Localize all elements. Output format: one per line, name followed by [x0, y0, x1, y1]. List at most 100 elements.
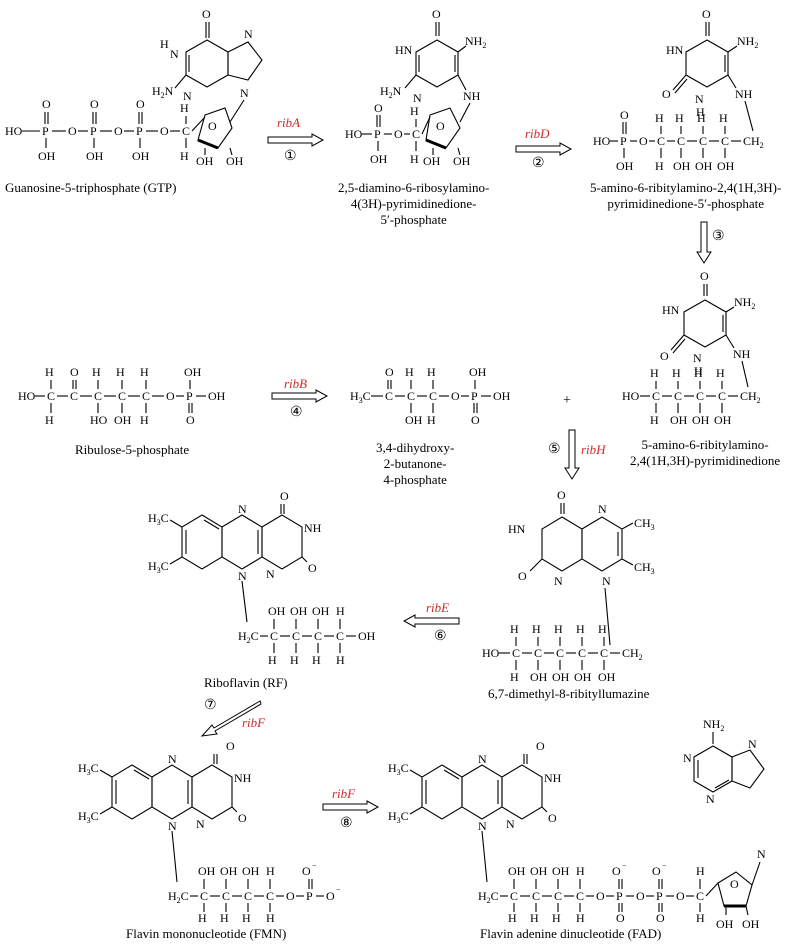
fmn-structure: H3C H3C N N O NH O N H2C C OH H C OH H [70, 739, 370, 925]
svg-text:H: H [694, 364, 703, 378]
svg-text:N: N [478, 819, 487, 833]
svg-text:N: N [238, 569, 247, 583]
svg-text:O: O [612, 864, 621, 878]
svg-text:H3C: H3C [350, 389, 371, 405]
svg-text:P: P [136, 124, 143, 138]
svg-text:OH: OH [453, 154, 471, 168]
svg-text:H: H [719, 111, 728, 125]
enzyme-label: ribA [277, 115, 301, 130]
label-line: 5-amino-6-ribitylamino-2,4(1H,3H)- [590, 180, 782, 195]
svg-text:O: O [90, 97, 99, 111]
svg-text:C: C [292, 629, 300, 643]
svg-text:CH2: CH2 [743, 134, 764, 150]
svg-text:H: H [510, 622, 519, 636]
svg-text:H2C: H2C [478, 889, 499, 905]
svg-text:O: O [385, 365, 394, 379]
svg-text:OH: OH [226, 154, 244, 168]
svg-text:C: C [244, 889, 252, 903]
svg-text:N: N [413, 91, 422, 105]
svg-text:N: N [168, 752, 177, 766]
reaction-arrow [564, 429, 580, 480]
svg-text:C: C [118, 389, 126, 403]
svg-text:OH: OH [184, 365, 202, 379]
reaction-arrow [200, 698, 262, 738]
svg-text:N: N [695, 92, 704, 106]
svg-text:OH: OH [670, 413, 688, 427]
svg-text:NH: NH [304, 521, 322, 535]
svg-text:OH: OH [198, 864, 216, 878]
svg-text:C: C [699, 134, 707, 148]
svg-text:P: P [656, 889, 663, 903]
svg-text:H: H [116, 365, 125, 379]
fad-structure: H3C H3C N N O NH O N H2C C OH [380, 705, 807, 931]
svg-text:H: H [45, 365, 54, 379]
dhbp-label: 3,4-dihydroxy- 2-butanone- 4-phosphate [376, 440, 454, 488]
svg-text:HN: HN [662, 303, 680, 317]
svg-text:O: O [636, 889, 645, 903]
svg-text:NH2: NH2 [465, 34, 486, 50]
svg-text:O: O [432, 7, 441, 21]
svg-text:N: N [757, 847, 766, 861]
svg-text:H2C: H2C [238, 629, 259, 645]
svg-text:O: O [656, 911, 665, 925]
step-number: ② [532, 156, 545, 171]
svg-text:O: O [536, 739, 545, 753]
svg-text:OH: OH [552, 670, 570, 684]
svg-text:H: H [336, 604, 345, 618]
enzyme-label: ribB [284, 376, 308, 391]
svg-text:NH: NH [234, 771, 252, 785]
svg-text:O: O [166, 389, 175, 403]
svg-text:C: C [510, 889, 518, 903]
reaction-arrow [322, 800, 380, 814]
svg-text:C: C [270, 629, 278, 643]
fad-label: Flavin adenine dinucleotide (FAD) [480, 926, 662, 941]
svg-text:OH: OH [358, 629, 376, 643]
step-number: ③ [712, 229, 725, 244]
svg-text:P: P [306, 889, 313, 903]
svg-text:O: O [730, 877, 739, 891]
svg-text:C: C [718, 389, 726, 403]
svg-text:HO: HO [18, 389, 36, 403]
reaction-arrow [515, 142, 573, 156]
diaminoribosylamino-label: 2,5-diamino-6-ribosylamino- 4(3H)-pyrimi… [338, 180, 489, 228]
svg-text:P: P [90, 124, 97, 138]
svg-text:HN: HN [508, 522, 526, 536]
svg-text:H3C: H3C [148, 559, 169, 575]
svg-text:O: O [702, 7, 711, 21]
svg-text:N: N [266, 567, 275, 581]
svg-text:H: H [140, 365, 149, 379]
enzyme-label: ribF [332, 786, 356, 801]
svg-text:O: O [620, 108, 629, 122]
svg-text:C: C [532, 889, 540, 903]
svg-text:P: P [620, 134, 627, 148]
svg-text:OH: OH [717, 159, 735, 173]
svg-text:OH: OH [220, 864, 238, 878]
svg-text:H3C: H3C [78, 809, 99, 825]
svg-text:O: O [136, 97, 145, 111]
svg-text:H: H [290, 653, 299, 667]
svg-text:OH: OH [574, 670, 592, 684]
svg-text:O: O [374, 101, 383, 115]
svg-text:OH: OH [268, 604, 286, 618]
svg-text:C: C [336, 629, 344, 643]
step-number: ⑤ [548, 442, 561, 457]
svg-text:CH3: CH3 [634, 560, 655, 576]
svg-text:H: H [696, 105, 705, 119]
svg-text:C: C [652, 389, 660, 403]
svg-text:OH: OH [493, 389, 511, 403]
svg-text:OH: OH [508, 864, 526, 878]
svg-text:O: O [596, 889, 605, 903]
svg-text:OH: OH [242, 864, 260, 878]
step-number: ① [284, 149, 297, 164]
label-line: pyrimidinedione-5′-phosphate [607, 196, 764, 211]
svg-text:NH: NH [733, 347, 751, 361]
svg-text:C: C [657, 134, 665, 148]
svg-text:CH2: CH2 [740, 389, 761, 405]
fmn-label: Flavin mononucleotide (FMN) [126, 926, 287, 941]
svg-text:H: H [45, 413, 54, 427]
svg-text:C: C [142, 389, 150, 403]
label-line: 4-phosphate [383, 472, 447, 487]
svg-text:HO: HO [345, 127, 363, 141]
